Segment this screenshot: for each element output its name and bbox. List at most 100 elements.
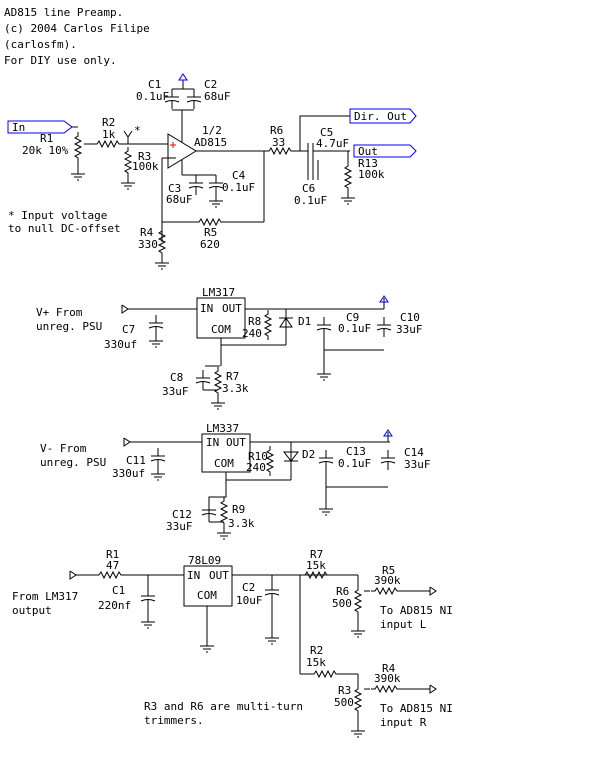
bias-r1-resistor bbox=[94, 571, 126, 579]
lm337-com-pin: COM bbox=[214, 457, 234, 470]
78l09-label: 78L09 bbox=[188, 554, 221, 567]
bias-source-line-2: output bbox=[12, 604, 52, 617]
r1-label: R1 bbox=[40, 132, 53, 145]
bias-r7-value: 15k bbox=[306, 559, 326, 572]
to-l-line-2: input L bbox=[380, 618, 427, 631]
out-label: Out bbox=[358, 145, 378, 158]
r3-value: 100k bbox=[132, 160, 159, 173]
r8-resistor bbox=[264, 309, 272, 341]
r4-label: R4 bbox=[140, 226, 154, 239]
title-line-1: AD815 line Preamp. bbox=[4, 6, 123, 19]
c10-label: C10 bbox=[400, 311, 420, 324]
c8-value: 33uF bbox=[162, 385, 189, 398]
c12-value: 33uF bbox=[166, 520, 193, 533]
c13-value: 0.1uF bbox=[338, 457, 371, 470]
c6-label: C6 bbox=[302, 182, 315, 195]
c7-label: C7 bbox=[122, 323, 135, 336]
c13-label: C13 bbox=[346, 445, 366, 458]
r2-label: R2 bbox=[102, 116, 115, 129]
to-l-line-1: To AD815 NI bbox=[380, 604, 453, 617]
vminus-section: V- From unreg. PSU C11 330uf LM337 IN OU… bbox=[40, 422, 431, 540]
c10-capacitor bbox=[376, 316, 392, 338]
bias-r6-label: R6 bbox=[336, 585, 349, 598]
c10-value: 33uF bbox=[396, 323, 423, 336]
opamp-channel: 1/2 bbox=[202, 124, 222, 137]
r9-value: 3.3k bbox=[228, 517, 255, 530]
bias-source-line-1: From LM317 bbox=[12, 590, 78, 603]
c12-label: C12 bbox=[172, 508, 192, 521]
bias-r6-trimmer bbox=[354, 585, 362, 617]
vminus-in-port bbox=[123, 437, 131, 447]
c14-value: 33uF bbox=[404, 458, 431, 471]
bias-section: From LM317 output R1 47 C1 220nf 78L09 I… bbox=[12, 548, 453, 738]
lm317-out-pin: OUT bbox=[222, 302, 242, 315]
c7-value: 330uf bbox=[104, 338, 137, 351]
bias-r3-label: R3 bbox=[338, 684, 351, 697]
preamp-section: In R1 20k 10% R2 1k * R3 100k 1/2 AD815 bbox=[7, 73, 417, 270]
c9-label: C9 bbox=[346, 311, 359, 324]
78l09-out-pin: OUT bbox=[209, 569, 229, 582]
r3-resistor bbox=[124, 146, 132, 178]
c9-ground-icon bbox=[316, 367, 332, 381]
r10-value: 240 bbox=[246, 461, 266, 474]
vplus-source-line-2: unreg. PSU bbox=[36, 320, 102, 333]
bias-c2-label: C2 bbox=[242, 581, 255, 594]
r13-label: R13 bbox=[358, 157, 378, 170]
c3-label: C3 bbox=[168, 182, 181, 195]
title-line-3: (carlosfm). bbox=[4, 38, 77, 51]
lm317-in-pin: IN bbox=[200, 302, 213, 315]
bias-c1-label: C1 bbox=[112, 584, 125, 597]
vplus-section: V+ From unreg. PSU C7 330uf LM317 IN OUT… bbox=[36, 286, 423, 410]
c5-value: 4.7uF bbox=[316, 137, 349, 150]
c4-label: C4 bbox=[232, 169, 246, 182]
bias-c1-value: 220nf bbox=[98, 599, 131, 612]
bias-r4-resistor bbox=[370, 685, 402, 693]
lm337-out-pin: OUT bbox=[226, 436, 246, 449]
dir-out-label: Dir. Out bbox=[354, 110, 407, 123]
vminus-source-line-2: unreg. PSU bbox=[40, 456, 106, 469]
d1-label: D1 bbox=[298, 315, 311, 328]
dir-out-port bbox=[349, 108, 417, 124]
r7-value: 3.3k bbox=[222, 382, 249, 395]
r13-resistor bbox=[344, 161, 352, 193]
r10-resistor bbox=[266, 445, 274, 477]
r4-ground-icon bbox=[154, 256, 170, 270]
r13-ground-icon bbox=[340, 191, 356, 205]
ad815-opamp bbox=[167, 133, 197, 169]
bias-c2-capacitor bbox=[264, 581, 280, 603]
r6-label: R6 bbox=[270, 124, 283, 137]
opamp-label: AD815 bbox=[194, 136, 227, 149]
c11-value: 330uf bbox=[112, 467, 145, 480]
r1-pot bbox=[74, 131, 82, 163]
note-line-2: to null DC-offset bbox=[8, 222, 121, 235]
c9-value: 0.1uF bbox=[338, 322, 371, 335]
to-r-line-2: input R bbox=[380, 716, 427, 729]
c2-value: 68uF bbox=[204, 90, 231, 103]
c7-ground-icon bbox=[148, 334, 164, 348]
c8-capacitor bbox=[195, 369, 211, 391]
c1-label: C1 bbox=[148, 78, 161, 91]
c7-capacitor bbox=[148, 314, 164, 336]
vplus-source-line-1: V+ From bbox=[36, 306, 83, 319]
r9-label: R9 bbox=[232, 503, 245, 516]
c13-ground-icon bbox=[318, 502, 334, 516]
c3-value: 68uF bbox=[166, 193, 193, 206]
c2-capacitor bbox=[186, 88, 202, 110]
bias-r6-ground-icon bbox=[350, 624, 366, 638]
r7-label: R7 bbox=[226, 370, 239, 383]
c11-capacitor bbox=[150, 447, 166, 469]
bias-r5-label: R5 bbox=[382, 564, 395, 577]
bias-r2-label: R2 bbox=[310, 644, 323, 657]
in-port-label: In bbox=[12, 121, 25, 134]
vplus-in-port bbox=[121, 304, 129, 314]
bias-c2-value: 10uF bbox=[236, 594, 263, 607]
r4-value: 330 bbox=[138, 238, 158, 251]
c8-label: C8 bbox=[170, 371, 183, 384]
c14-label: C14 bbox=[404, 446, 424, 459]
bias-r1-value: 47 bbox=[106, 559, 119, 572]
78l09-ground-icon bbox=[199, 639, 215, 653]
r5-value: 620 bbox=[200, 238, 220, 251]
c4-value: 0.1uF bbox=[222, 181, 255, 194]
bias-r6-value: 500 bbox=[332, 597, 352, 610]
